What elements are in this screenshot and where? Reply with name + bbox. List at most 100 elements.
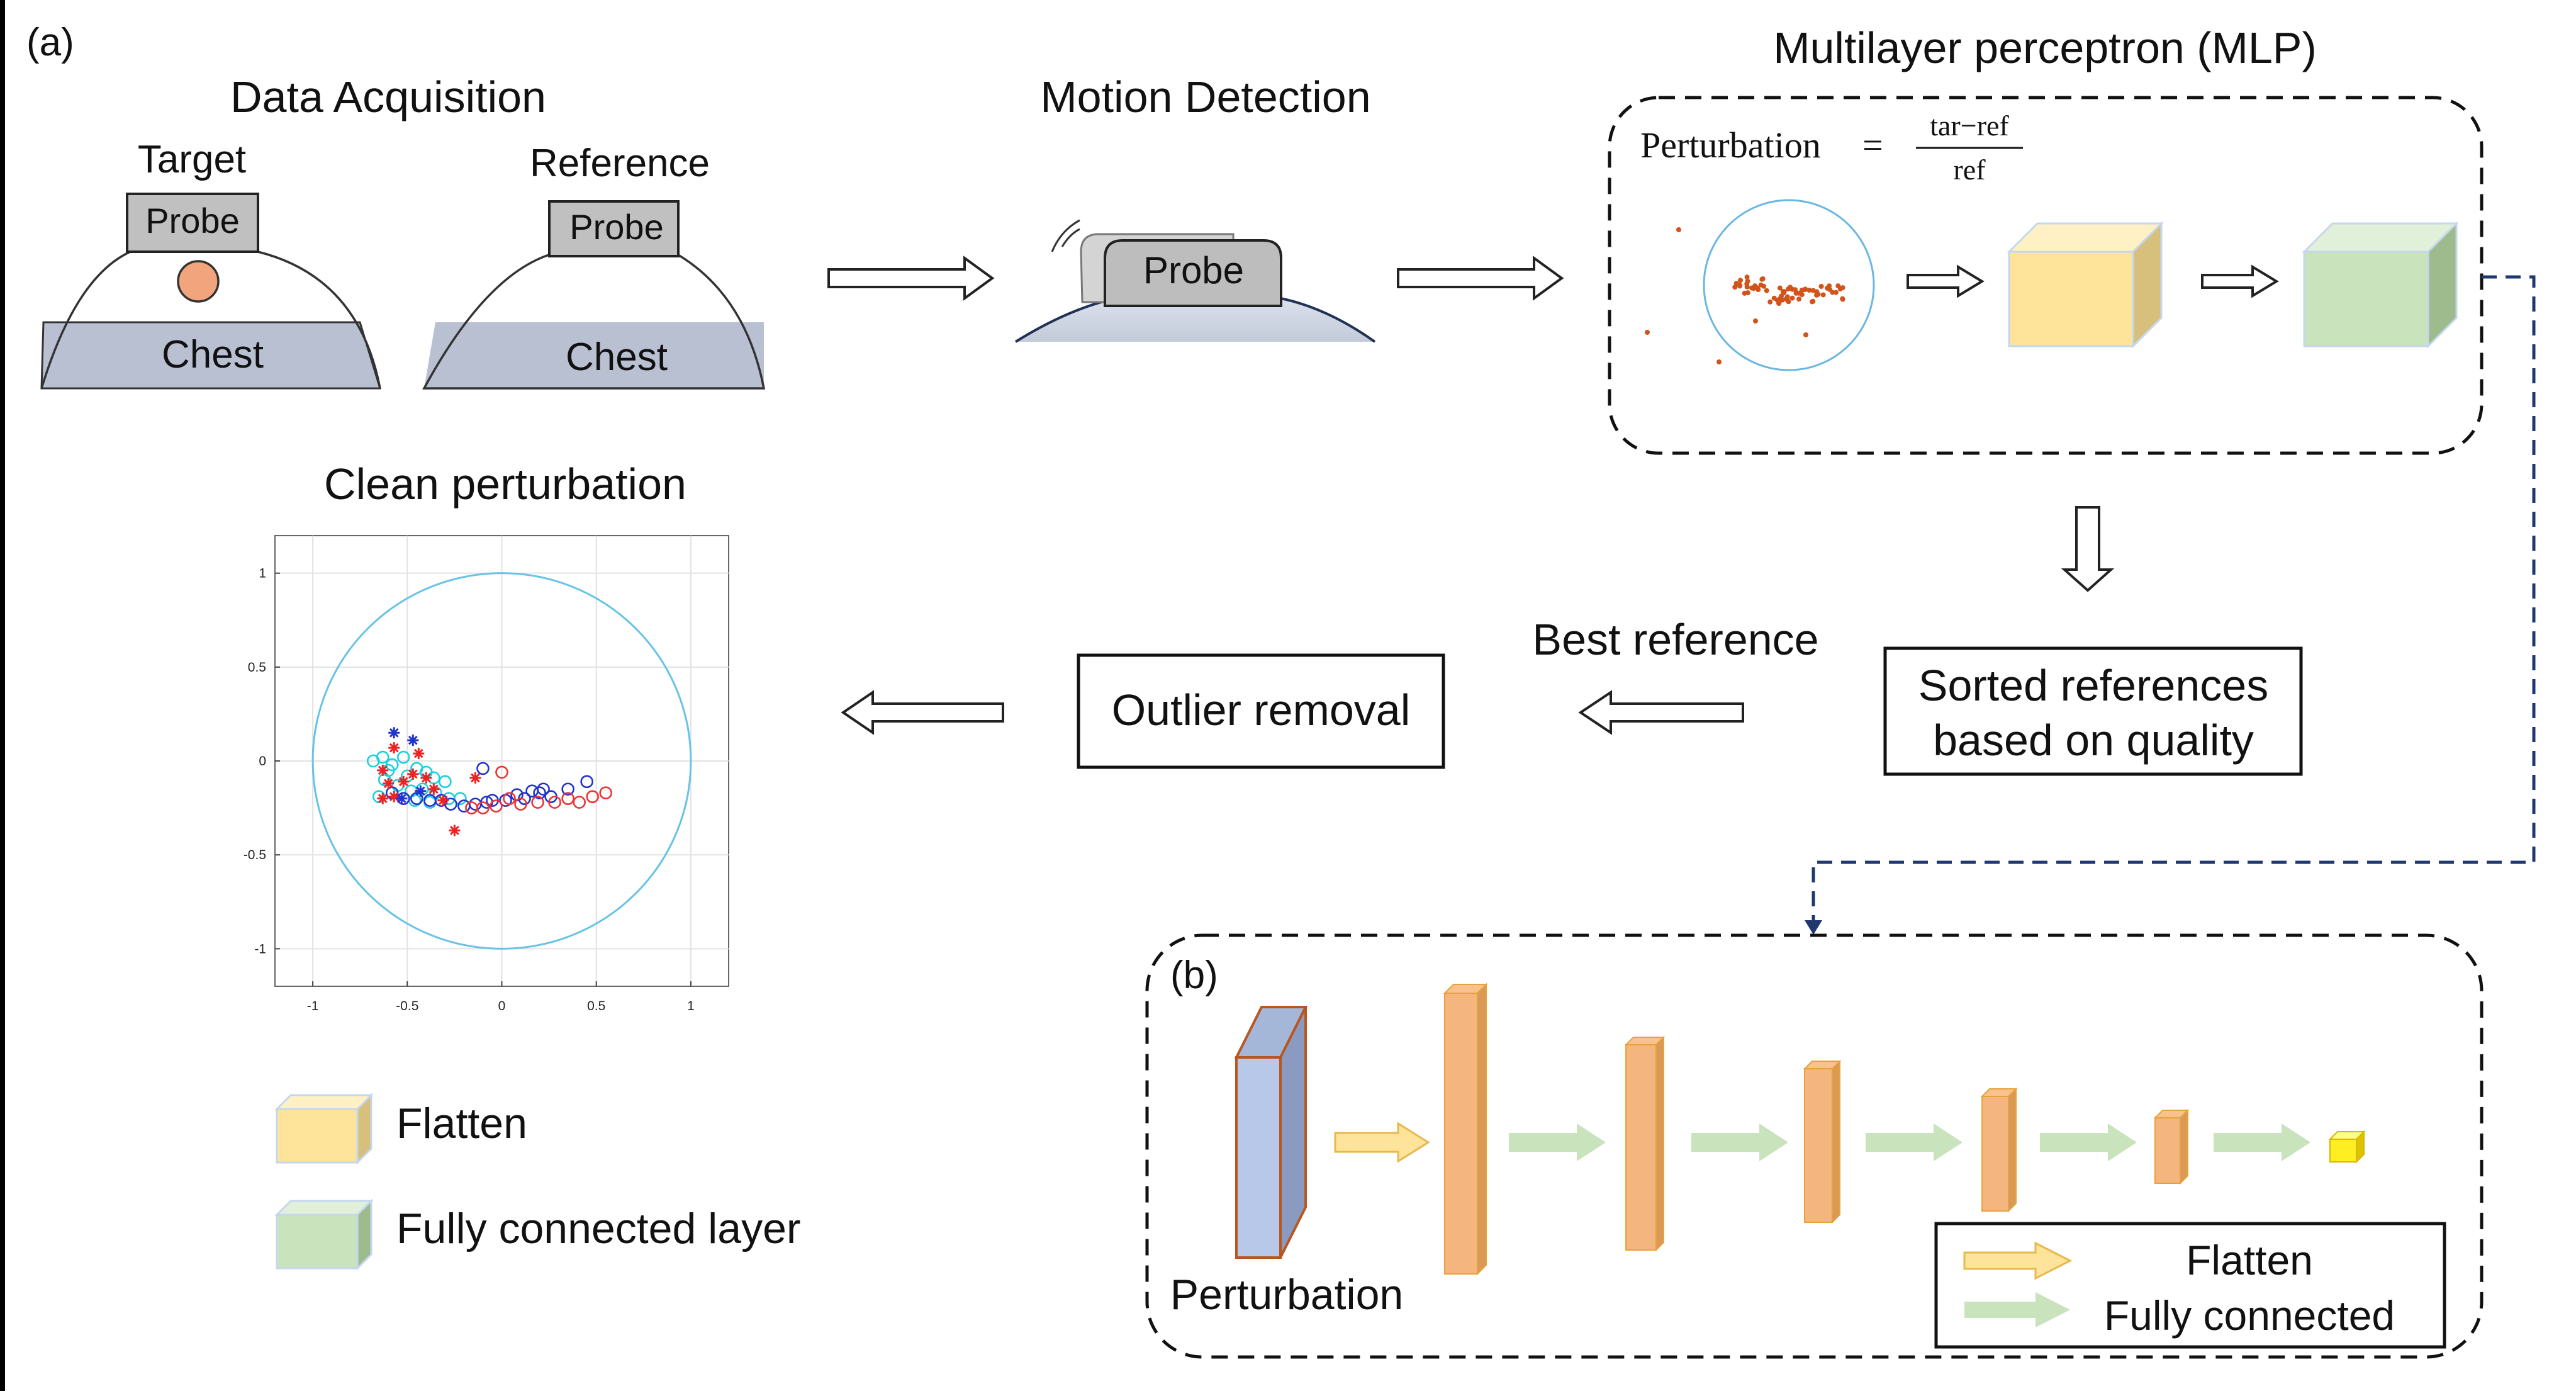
formula-numerator: tar−ref	[1930, 110, 2009, 142]
arrow-outlier-to-clean	[841, 690, 1004, 735]
legend-a: Flatten Fully connected layer	[274, 1093, 801, 1271]
scatter-point-star	[420, 772, 432, 784]
thumb-point	[1830, 290, 1835, 295]
scatter-point-star	[388, 791, 400, 802]
thumb-point	[1810, 298, 1816, 304]
thumb-unit-circle	[1703, 199, 1875, 371]
thumb-point	[1815, 291, 1821, 297]
thumb-point	[1744, 281, 1750, 287]
scatter-point-circle	[465, 801, 478, 814]
thumb-point	[1676, 227, 1681, 232]
thumb-point	[1716, 359, 1722, 364]
thumb-point	[1645, 330, 1650, 335]
target-marker	[177, 260, 220, 303]
scatter-point-circle	[439, 775, 452, 789]
scatter-point-circle	[490, 799, 503, 813]
panel-b: (b) Perturbation	[1145, 933, 2484, 1359]
thumb-point	[1802, 287, 1808, 293]
scatter-point-circle	[495, 765, 508, 779]
scatter-point-circle	[599, 786, 613, 800]
thumb-point	[1806, 288, 1812, 293]
scatter-point-circle	[396, 750, 410, 764]
layer-1	[1443, 983, 1488, 1276]
output-node	[2328, 1130, 2366, 1164]
thumb-point	[1760, 276, 1766, 282]
thumb-point	[1737, 282, 1742, 288]
network-fc-arrow-3	[1866, 1124, 1963, 1161]
legend-flatten-label: Flatten	[396, 1100, 527, 1147]
thumb-point	[1835, 283, 1841, 289]
layer-3	[1803, 1059, 1842, 1224]
thumb-point	[1789, 295, 1795, 301]
scatter-point-star	[449, 825, 461, 836]
scatter-point-star	[415, 785, 427, 797]
scatter-point-circle	[531, 796, 544, 809]
thumb-point	[1793, 290, 1799, 296]
scatter-point-star	[383, 777, 395, 789]
thumb-point	[1783, 296, 1789, 302]
scatter-point-circle	[548, 796, 561, 809]
y-tick-label: 0.5	[248, 660, 266, 675]
thumb-point	[1761, 283, 1767, 289]
scatter-point-circle	[503, 792, 516, 805]
scatter-point-circle	[533, 786, 546, 800]
legend-fc-label: Fully connected layer	[396, 1205, 801, 1253]
scatter-point-circle	[416, 782, 429, 796]
panel-a-label: (a)	[26, 21, 74, 64]
arrow-motion-to-mlp	[1397, 256, 1564, 301]
mlp-panel: Multilayer perceptron (MLP) Perturbation…	[1608, 23, 2484, 455]
mlp-title: Multilayer perceptron (MLP)	[1773, 23, 2317, 72]
thumb-point	[1745, 290, 1750, 296]
x-tick-label: 1	[687, 999, 695, 1013]
y-tick-label: -1	[254, 942, 266, 956]
target-probe	[126, 193, 259, 253]
unit-circle	[311, 572, 692, 950]
left-border	[0, 0, 5, 1391]
target-probe-label: Probe	[145, 201, 239, 240]
scatter-point-circle	[537, 782, 550, 796]
outlier-removal: Outlier removal	[1077, 653, 1445, 769]
reference-probe	[548, 200, 680, 257]
x-tick-label: 0	[498, 999, 506, 1013]
reference-chest-label: Chest	[566, 335, 668, 379]
formula-lhs: Perturbation	[1640, 125, 1821, 166]
scatter-point-star	[437, 794, 449, 806]
thumb-point	[1756, 287, 1761, 293]
x-tick-label: -0.5	[396, 999, 418, 1013]
scatter-point-star	[407, 768, 419, 780]
y-tick-label: -0.5	[244, 848, 266, 862]
network-dashed-box	[1145, 933, 2484, 1359]
scatter-point-star	[413, 748, 425, 760]
network-flatten-arrow	[1334, 1122, 1430, 1163]
reference-chest-fill	[424, 322, 764, 388]
scatter-point-circle	[580, 775, 593, 789]
thumb-points	[1645, 227, 1845, 364]
layer-2	[1624, 1035, 1666, 1252]
mlp-arrow-2	[2201, 264, 2279, 298]
scatter-point-circle	[476, 762, 490, 775]
connector-arrowhead	[1805, 920, 1822, 935]
outlier-box	[1077, 653, 1445, 769]
scatter-point-star	[377, 792, 389, 804]
sorted-line-2: based on quality	[1933, 716, 2254, 765]
thumb-point	[1818, 283, 1824, 289]
reference-label: Reference	[530, 142, 710, 185]
network-fc-arrow-1	[1509, 1124, 1606, 1161]
x-tick-label: 0.5	[587, 999, 605, 1013]
scatter-point-circle	[561, 792, 574, 805]
layer-5	[2153, 1108, 2190, 1185]
motion-wave-outer	[1051, 219, 1080, 252]
formula-eq: =	[1862, 125, 1883, 166]
scatter-point-star	[388, 742, 400, 754]
network-fc-arrow-5	[2214, 1124, 2310, 1161]
thumb-point	[1820, 292, 1826, 298]
scatter-point-star	[388, 727, 400, 739]
y-tick-label: 1	[259, 566, 266, 581]
scatter-point-star	[398, 775, 410, 787]
thumb-point	[1777, 285, 1783, 291]
clean-title: Clean perturbation	[324, 459, 686, 509]
best-reference-label: Best reference	[1532, 615, 1818, 664]
scatter-point-star	[469, 772, 481, 784]
